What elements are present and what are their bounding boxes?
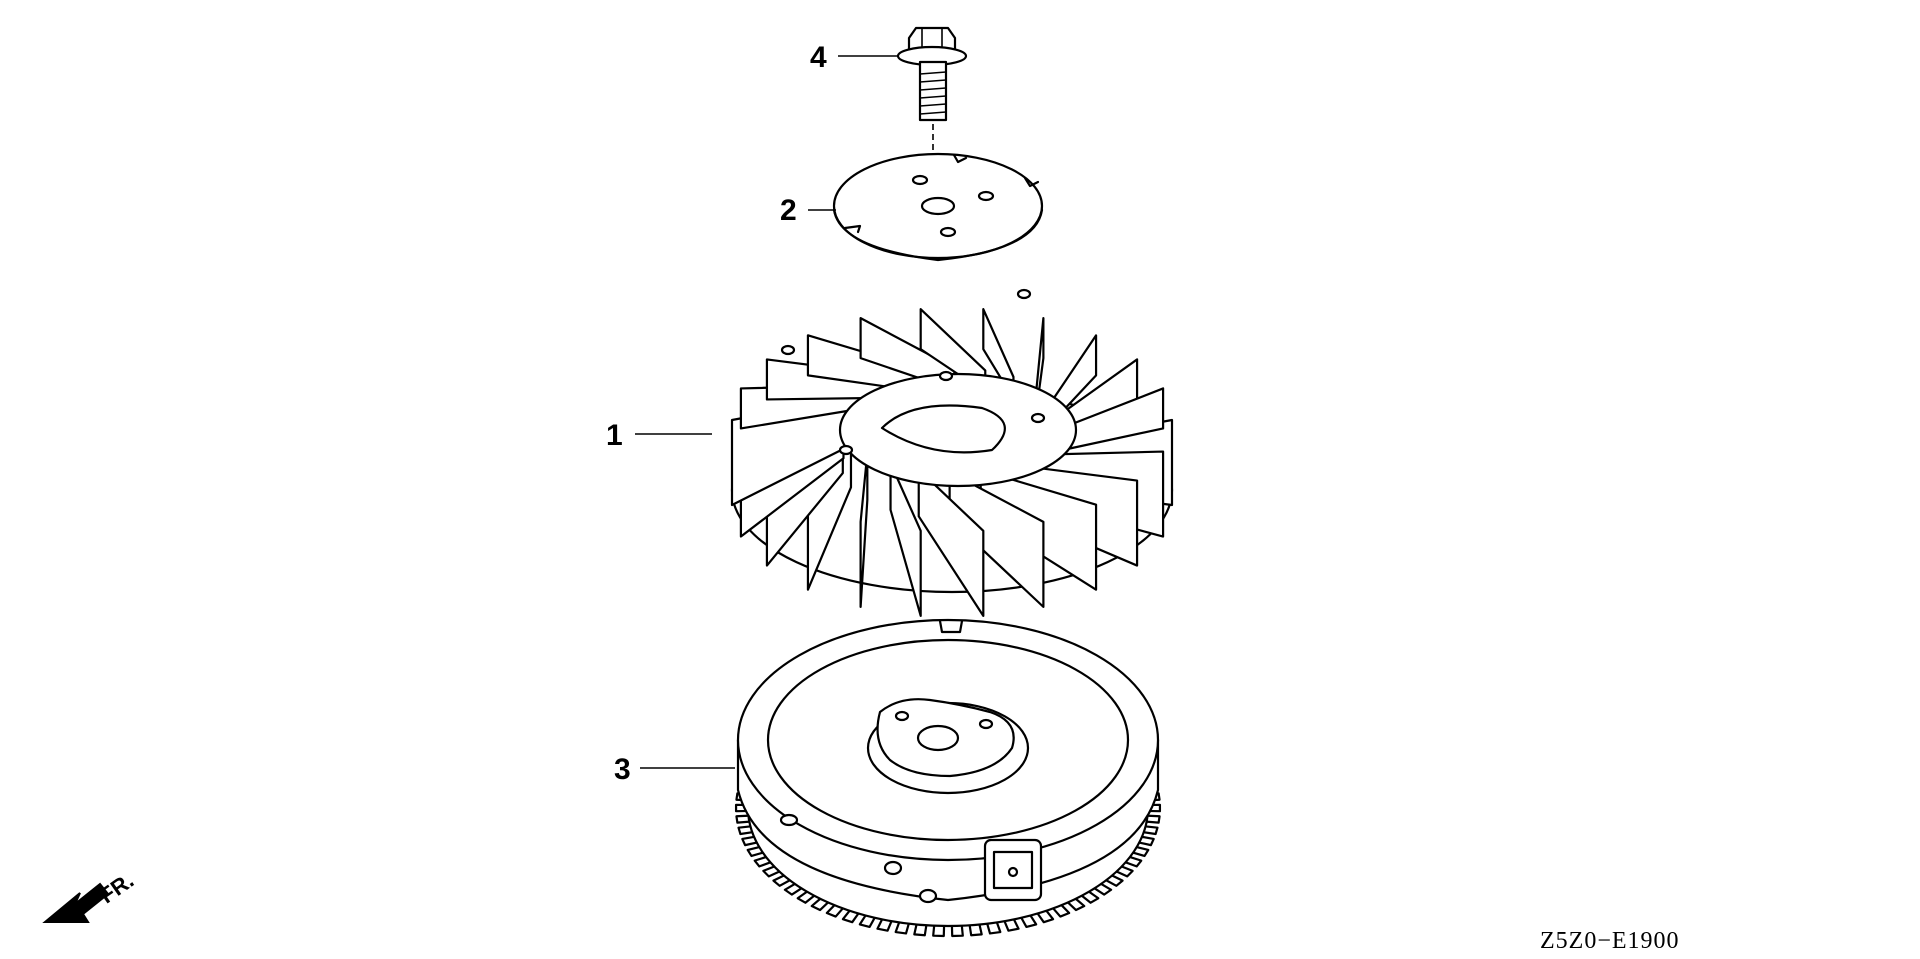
- fan-boss-hole: [1016, 288, 1032, 300]
- fan-boss-hole: [938, 370, 954, 382]
- gear-tooth: [932, 925, 946, 938]
- flange-bolt[interactable]: [896, 26, 968, 122]
- flywheel[interactable]: [734, 618, 1162, 938]
- fan-blade: [917, 468, 985, 617]
- fan-boss-hole: [838, 444, 854, 456]
- gear-tooth: [950, 925, 964, 938]
- callout-1: 1: [606, 419, 623, 452]
- fan-plate[interactable]: [832, 152, 1044, 262]
- fan-blade: [859, 452, 869, 608]
- callout-4: 4: [810, 41, 827, 74]
- gear-tooth: [968, 924, 983, 937]
- cooling-fan[interactable]: [730, 288, 1174, 617]
- front-direction-arrow: FR.: [42, 868, 138, 923]
- gear-tooth: [1020, 914, 1038, 929]
- gear-tooth: [876, 918, 893, 932]
- gear-tooth: [986, 921, 1002, 935]
- gear-tooth: [894, 921, 910, 935]
- fan-blade: [889, 462, 922, 617]
- fan-boss-hole: [1030, 412, 1046, 424]
- gear-tooth: [1003, 918, 1020, 932]
- callout-3: 3: [614, 753, 631, 786]
- gear-tooth: [913, 924, 928, 937]
- leader-lines: [635, 55, 898, 769]
- front-direction-label: FR.: [95, 868, 138, 909]
- diagram-code: Z5Z0−E1900: [1540, 928, 1680, 954]
- fan-boss-hole: [780, 344, 796, 356]
- gear-tooth: [858, 914, 876, 929]
- callout-2: 2: [780, 194, 797, 227]
